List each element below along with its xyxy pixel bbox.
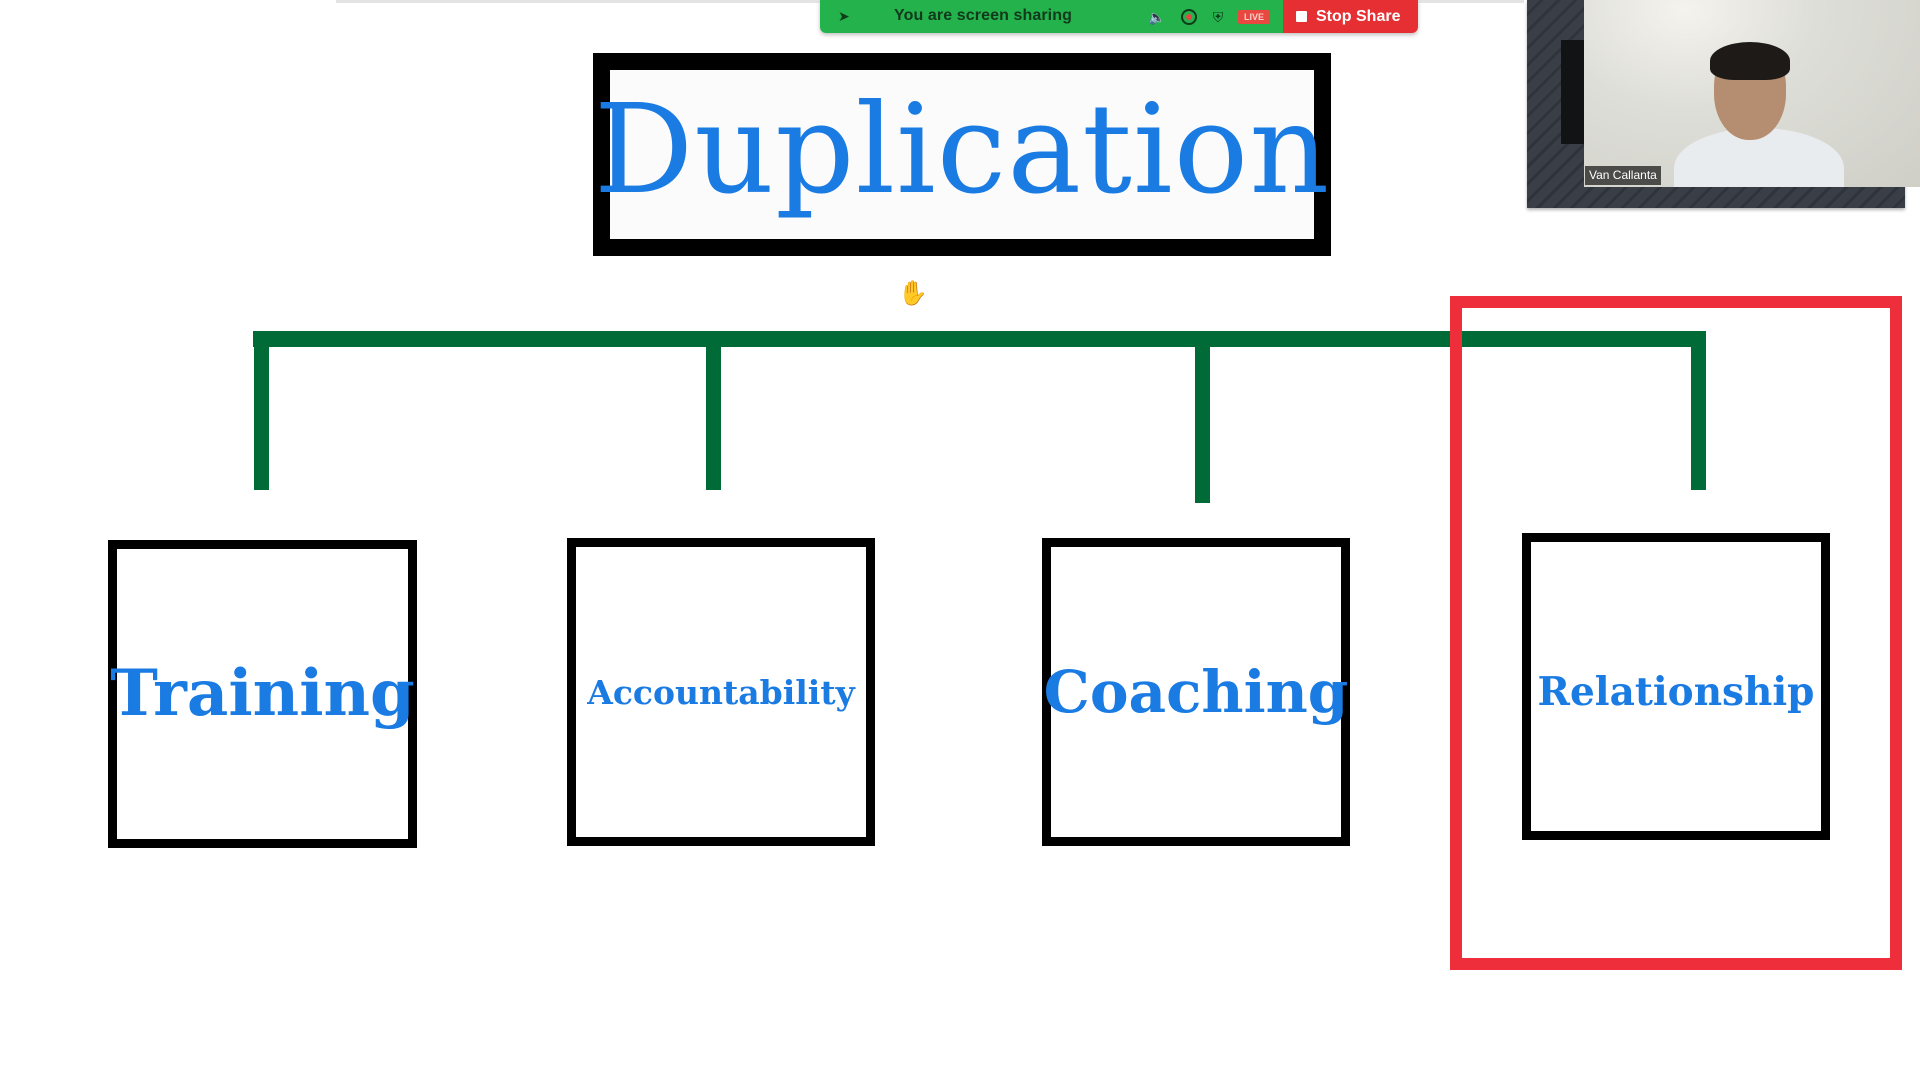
- participant-video[interactable]: [1584, 0, 1920, 187]
- participant-hair: [1710, 42, 1790, 80]
- node-coaching: Coaching: [1042, 538, 1350, 846]
- live-badge[interactable]: LIVE: [1238, 10, 1270, 24]
- stop-share-button[interactable]: Stop Share: [1283, 0, 1418, 33]
- connector-drop-training: [254, 331, 269, 490]
- record-icon[interactable]: [1181, 9, 1197, 25]
- node-label: Relationship: [1537, 669, 1815, 715]
- node-relationship: Relationship: [1522, 533, 1830, 840]
- node-training: Training: [108, 540, 417, 848]
- slide-title-box: Duplication: [593, 53, 1331, 256]
- node-label: Coaching: [1043, 658, 1349, 726]
- screen-share-bar: ➤ You are screen sharing 🔈 ⛨ LIVE Stop S…: [820, 0, 1418, 33]
- slide-title: Duplication: [593, 77, 1331, 222]
- pin-icon[interactable]: ➤: [838, 8, 850, 24]
- connector-drop-coaching: [1195, 331, 1210, 503]
- share-status-label: You are screen sharing: [894, 7, 1072, 24]
- highlight-rectangle: [1450, 296, 1902, 970]
- connector-horizontal: [253, 331, 1705, 347]
- shield-icon[interactable]: ⛨: [1212, 9, 1224, 25]
- stop-icon: [1296, 11, 1307, 22]
- node-label: Training: [110, 656, 415, 731]
- video-panel-shadow-block: [1561, 40, 1585, 144]
- connector-drop-accountability: [706, 331, 721, 490]
- node-label: Accountability: [587, 672, 855, 712]
- hand-cursor-icon: ✋: [898, 279, 928, 307]
- node-accountability: Accountability: [567, 538, 875, 846]
- connector-drop-relationship: [1691, 331, 1706, 490]
- share-status-area[interactable]: ➤ You are screen sharing 🔈 ⛨ LIVE: [820, 0, 1283, 33]
- speaker-icon[interactable]: 🔈: [1148, 9, 1166, 25]
- participant-name-tag: Van Callanta: [1585, 166, 1661, 185]
- stop-share-label: Stop Share: [1316, 7, 1401, 25]
